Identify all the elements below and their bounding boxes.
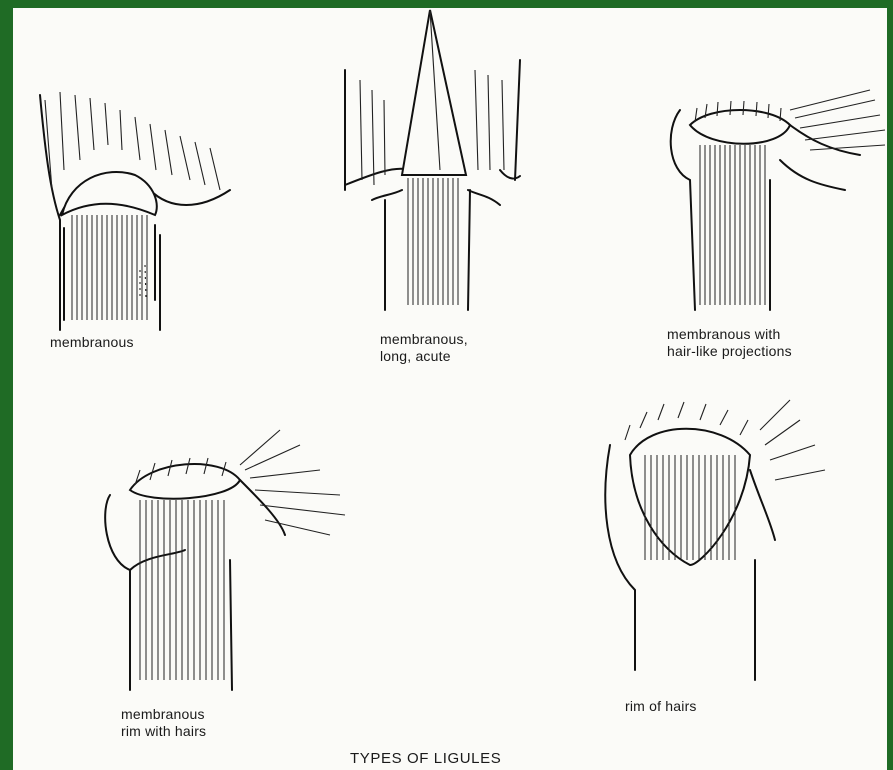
ligule-rim-with-hairs-drawing bbox=[105, 430, 345, 690]
label-rim-with-hairs: membranous rim with hairs bbox=[121, 706, 206, 740]
label-line: membranous with bbox=[667, 326, 792, 343]
label-line: membranous bbox=[50, 334, 134, 351]
label-rim-of-hairs: rim of hairs bbox=[625, 698, 697, 715]
ligule-rim-of-hairs-drawing bbox=[605, 400, 825, 680]
label-line: long, acute bbox=[380, 348, 468, 365]
label-line: membranous, bbox=[380, 331, 468, 348]
label-long-acute: membranous, long, acute bbox=[380, 331, 468, 365]
diagram-sheet: membranous membranous, long, acute membr… bbox=[13, 8, 887, 770]
label-line: membranous bbox=[121, 706, 206, 723]
label-line: rim with hairs bbox=[121, 723, 206, 740]
ligule-illustrations bbox=[13, 8, 887, 770]
ligule-hair-projections-drawing bbox=[671, 90, 885, 310]
ligule-long-acute-drawing bbox=[345, 10, 520, 310]
label-line: rim of hairs bbox=[625, 698, 697, 715]
figure-title: TYPES OF LIGULES bbox=[350, 750, 501, 767]
label-line: hair-like projections bbox=[667, 343, 792, 360]
ligule-membranous-drawing bbox=[40, 92, 230, 330]
label-membranous: membranous bbox=[50, 334, 134, 351]
label-hair-projections: membranous with hair-like projections bbox=[667, 326, 792, 360]
